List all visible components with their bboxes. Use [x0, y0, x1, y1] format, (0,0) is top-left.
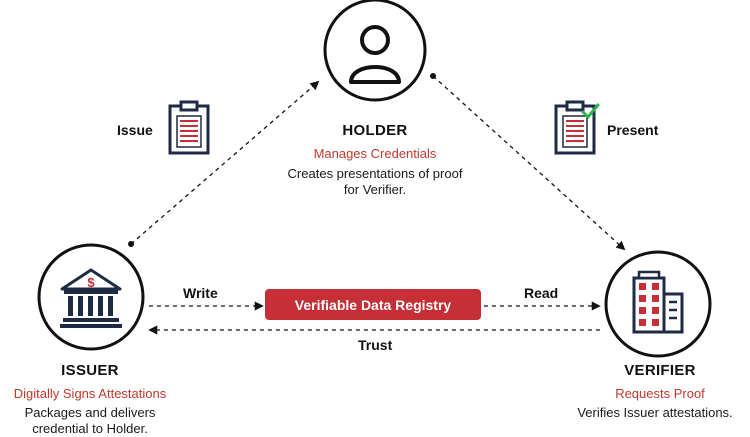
issue-arrow-tail-dot	[128, 241, 134, 247]
issue-label: Issue	[117, 122, 153, 138]
verifier-node	[603, 250, 713, 360]
holder-title: HOLDER	[342, 122, 408, 139]
verifier-subtitle: Requests Proof	[615, 386, 705, 401]
holder-node	[321, 0, 429, 108]
read-label: Read	[524, 285, 559, 301]
issuer-title: ISSUER	[61, 362, 119, 379]
present-arrow	[432, 75, 626, 251]
holder-description-line2: for Verifier.	[343, 182, 407, 197]
verifier-building-icon	[604, 250, 712, 358]
holder-description-line1: Creates presentations of proof	[287, 166, 463, 181]
holder-description: Creates presentations of proof for Verif…	[255, 166, 495, 198]
present-label: Present	[607, 122, 659, 138]
issue-arrow	[130, 80, 320, 245]
issuer-subtitle: Digitally Signs Attestations	[13, 386, 167, 401]
verifier-description: Verifies Issuer attestations.	[560, 405, 750, 421]
issuer-description: Packages and delivers credential to Hold…	[0, 405, 180, 437]
issuer-node: $	[36, 242, 146, 352]
holder-subtitle: Manages Credentials	[313, 146, 437, 161]
verifier-description-line1: Verifies Issuer attestations.	[577, 405, 733, 420]
svg-text:$: $	[87, 275, 95, 290]
holder-person-icon	[323, 0, 427, 102]
verifiable-data-registry: Verifiable Data Registry	[265, 289, 481, 320]
verifier-title: VERIFIER	[624, 362, 696, 379]
present-arrow-tail-dot	[430, 73, 436, 79]
write-label: Write	[183, 285, 218, 301]
issuer-description-line2: credential to Holder.	[32, 421, 148, 436]
issuer-bank-icon: $	[37, 243, 145, 351]
registry-label: Verifiable Data Registry	[294, 296, 452, 313]
trust-label: Trust	[358, 337, 393, 353]
issuer-description-line1: Packages and delivers	[24, 405, 156, 420]
issue-clipboard-icon	[167, 100, 211, 156]
present-clipboard-check-icon	[553, 100, 601, 156]
